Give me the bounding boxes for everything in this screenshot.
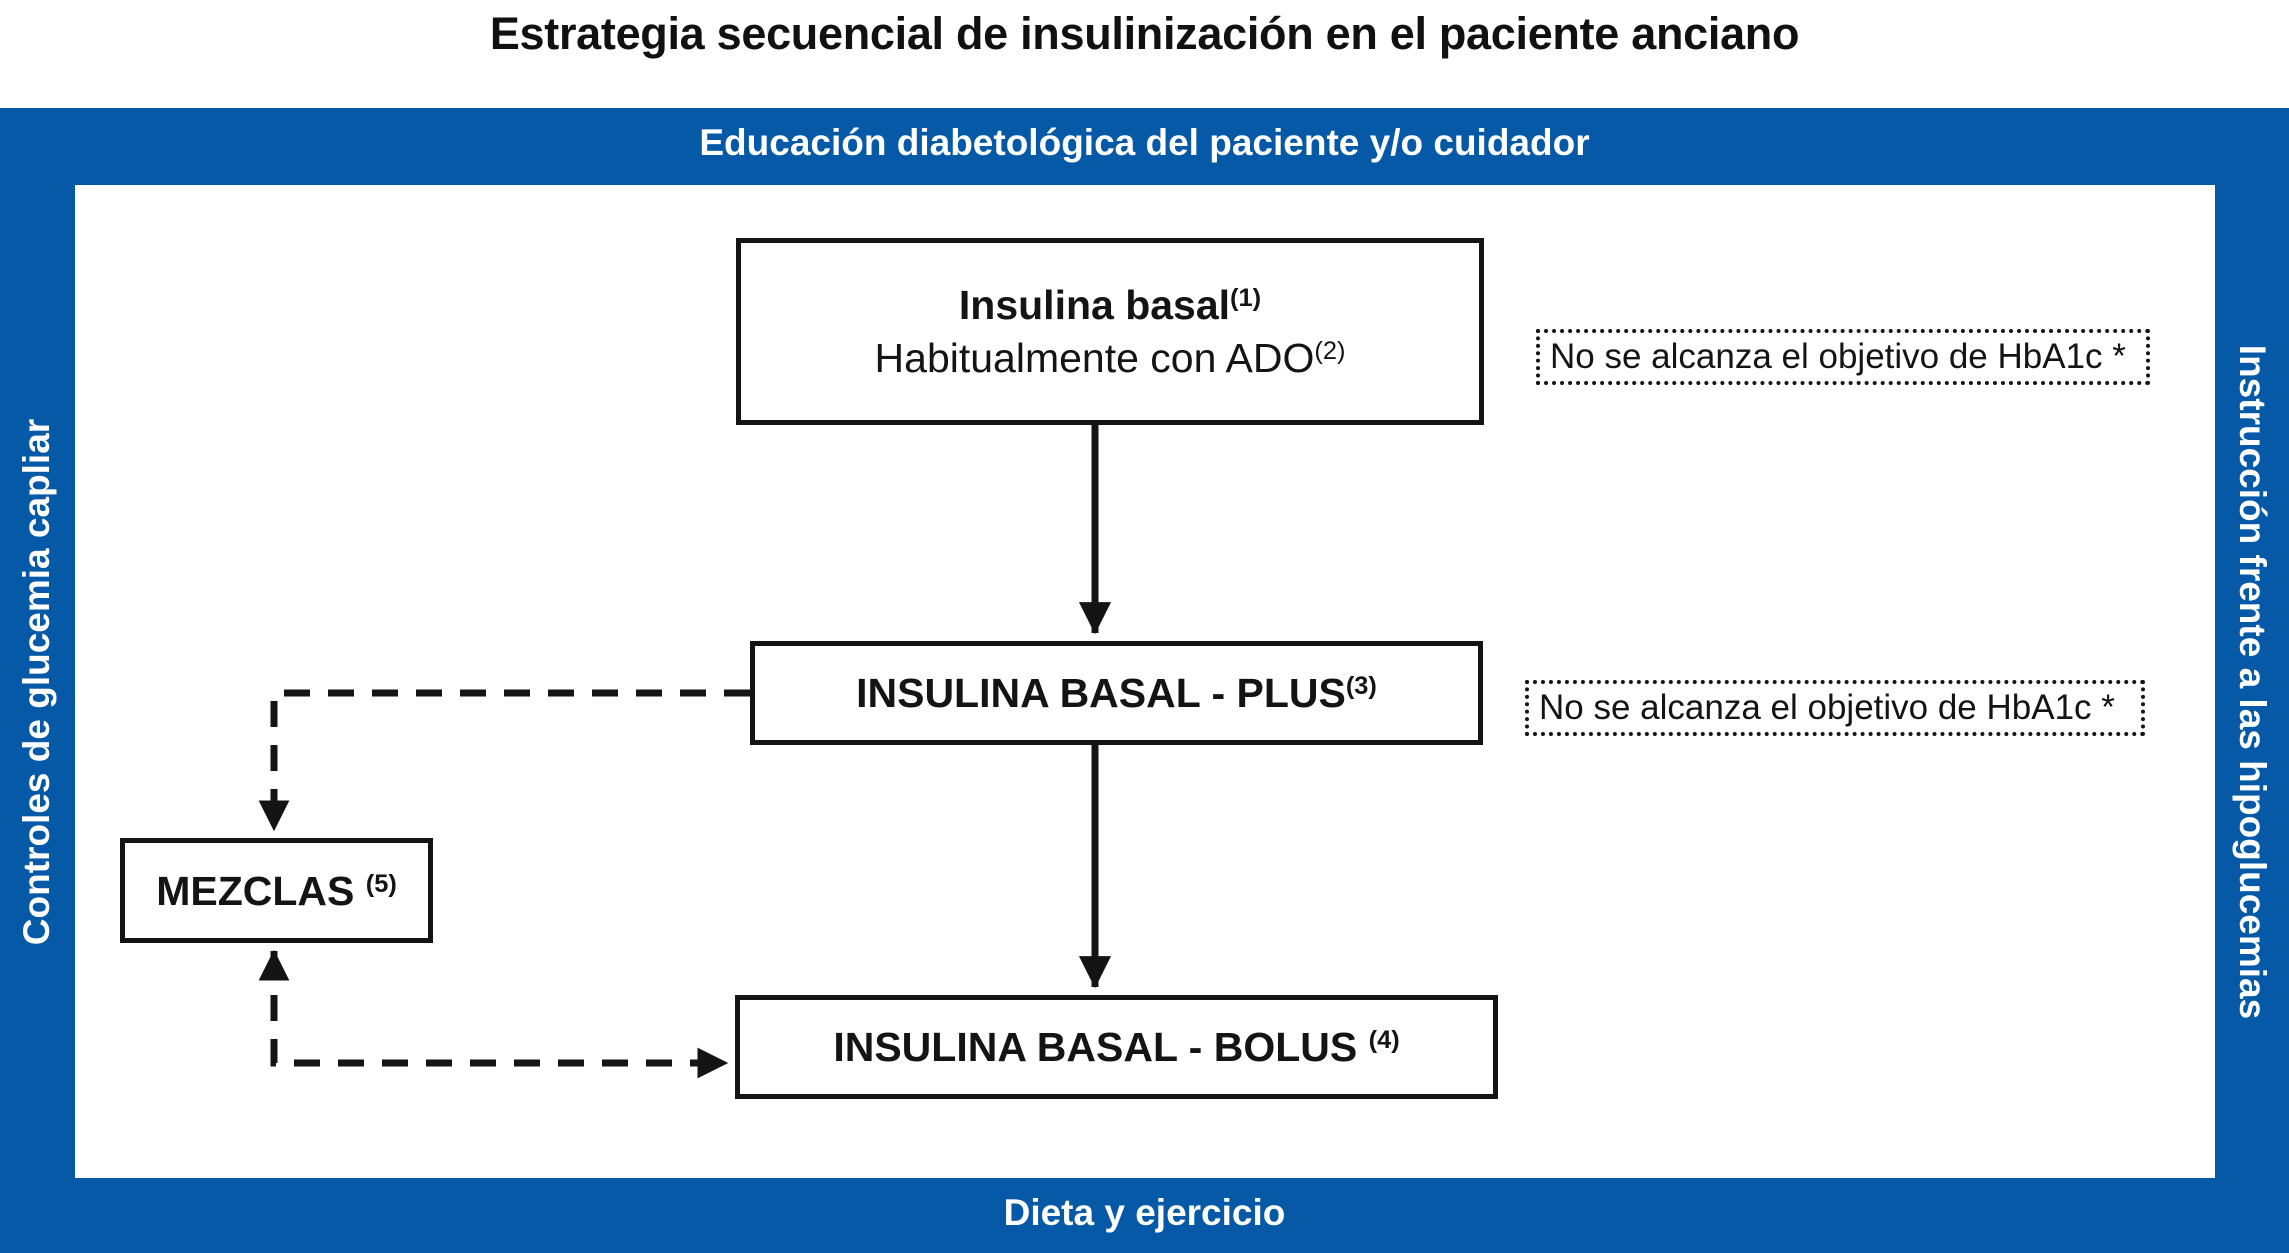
node-insulina-basal-line1-text: Insulina basal	[958, 281, 1231, 328]
node-insulina-basal-plus-ref: (3)	[1345, 671, 1377, 700]
band-label-hypoglycemia-instruction: Instrucción frente a las hipoglucemias	[2215, 185, 2289, 1178]
node-insulina-basal-bolus-label: INSULINA BASAL - BOLUS (4)	[833, 1023, 1399, 1071]
band-label-education: Educación diabetológica del paciente y/o…	[699, 122, 1590, 163]
node-insulina-basal-plus-text: INSULINA BASAL - PLUS	[856, 670, 1346, 716]
callout-hba1c-lower-label: No se alcanza el objetivo de HbA1c *	[1539, 688, 2115, 727]
node-insulina-basal-bolus-text: INSULINA BASAL - BOLUS	[833, 1024, 1358, 1070]
node-insulina-basal-ref2: (2)	[1314, 336, 1346, 365]
page-title: Estrategia secuencial de insulinización …	[489, 8, 1800, 59]
edge-mezclas-to-bolus	[258, 949, 729, 1079]
callout-hba1c-lower: No se alcanza el objetivo de HbA1c *	[1525, 680, 2145, 736]
node-insulina-basal-line2-text: Habitualmente con ADO	[874, 334, 1315, 381]
band-label-glucose-controls: Controles de glucemia capliar	[0, 185, 75, 1178]
band-label-hypoglycemia-instruction-text: Instrucción frente a las hipoglucemias	[2232, 344, 2273, 1019]
node-insulina-basal-plus[interactable]: INSULINA BASAL - PLUS(3)	[750, 641, 1483, 745]
node-mezclas-ref: (5)	[365, 869, 397, 898]
callout-hba1c-upper: No se alcanza el objetivo de HbA1c *	[1536, 329, 2150, 385]
edge-plus-to-mezclas	[258, 689, 750, 832]
node-mezclas[interactable]: MEZCLAS (5)	[120, 838, 433, 943]
node-insulina-basal-bolus[interactable]: INSULINA BASAL - BOLUS (4)	[735, 995, 1498, 1099]
node-insulina-basal[interactable]: Insulina basal(1) Habitualmente con ADO(…	[736, 238, 1484, 425]
flowchart-canvas: Insulina basal(1) Habitualmente con ADO(…	[75, 185, 2215, 1178]
node-mezclas-text: MEZCLAS	[156, 867, 355, 914]
node-insulina-basal-line1: Insulina basal(1)	[959, 279, 1261, 331]
node-insulina-basal-ref1: (1)	[1230, 283, 1262, 312]
callout-hba1c-upper-label: No se alcanza el objetivo de HbA1c *	[1550, 337, 2126, 376]
band-label-glucose-controls-text: Controles de glucemia capliar	[16, 418, 58, 945]
node-insulina-basal-plus-label: INSULINA BASAL - PLUS(3)	[856, 669, 1377, 717]
node-insulina-basal-line2: Habitualmente con ADO(2)	[875, 331, 1346, 385]
band-label-diet-exercise: Dieta y ejercicio	[1003, 1192, 1286, 1233]
node-insulina-basal-bolus-ref: (4)	[1368, 1025, 1400, 1054]
node-mezclas-label: MEZCLAS (5)	[156, 867, 397, 915]
